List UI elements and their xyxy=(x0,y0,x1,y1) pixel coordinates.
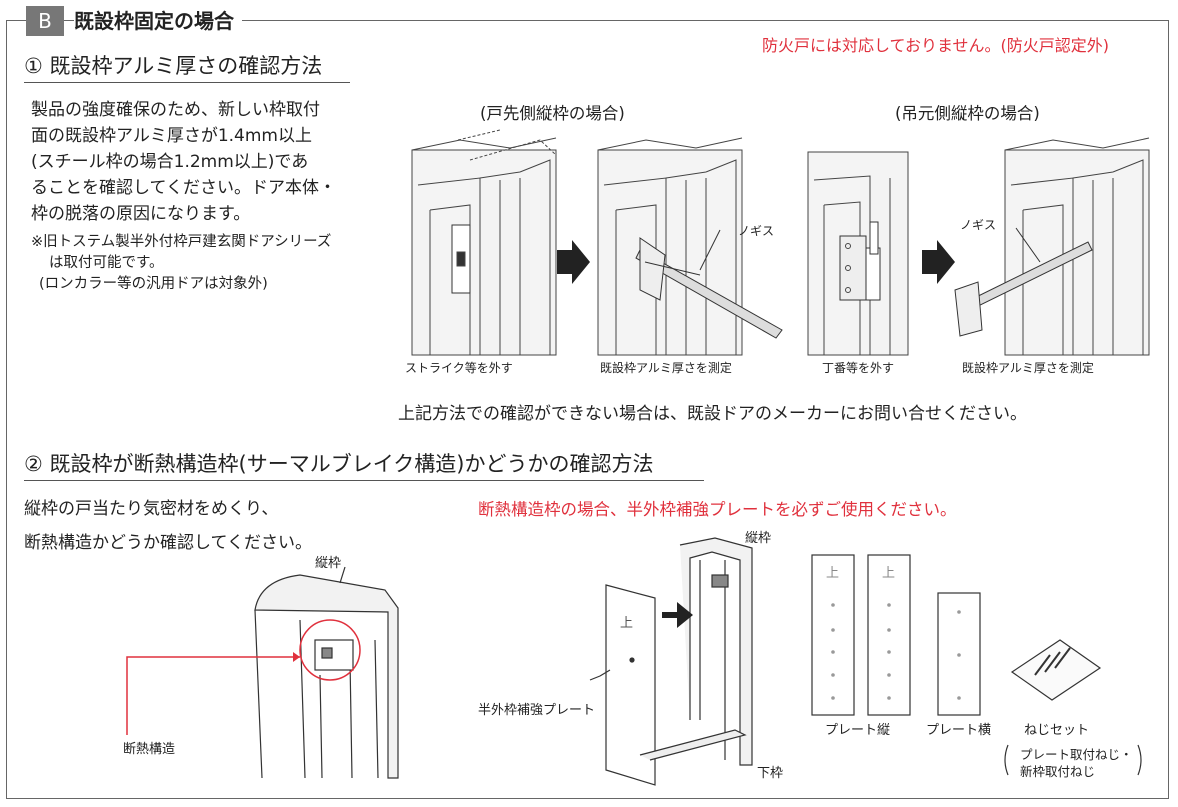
frame-illustration-3 xyxy=(807,151,909,356)
heading-hinge-side: (吊元側縦枠の場合) xyxy=(895,104,1040,123)
caliper-label-1: ノギス xyxy=(738,224,775,238)
caliper-1 xyxy=(635,229,783,339)
part1-note: ※旧トステム製半外付枠戸建玄関ドアシリーズ は取付可能です。 (ロンカラー等の汎… xyxy=(31,232,331,295)
label-vertical-frame-2: 縦枠 xyxy=(745,531,772,546)
thermal-highlight-circle xyxy=(299,619,361,681)
caption-measure-1: 既設枠アルミ厚さを測定 xyxy=(600,361,732,375)
arrow-right-icon xyxy=(922,240,955,284)
caption-remove-hinge: 丁番等を外す xyxy=(822,361,895,375)
part1-body: 製品の強度確保のため、新しい枠取付 面の既設枠アルミ厚さが1.4mm以上 (スチ… xyxy=(31,97,336,227)
screw-detail-line: プレート取付ねじ・ xyxy=(1020,747,1133,762)
label-plate-horizontal: プレート横 xyxy=(926,723,992,738)
part1-body-line: 枠の脱落の原因になります。 xyxy=(31,204,251,224)
part2-title: ② 既設枠が断熱構造枠(サーマルブレイク構造)かどうかの確認方法 xyxy=(24,452,654,476)
frame-illustration-2 xyxy=(597,137,743,356)
part1-footer: 上記方法での確認ができない場合は、既設ドアのメーカーにお問い合せください。 xyxy=(398,404,1027,424)
thermal-frame-illustration xyxy=(254,574,399,779)
fire-door-notice: 防火戸には対応しておりません。(防火戸認定外) xyxy=(762,36,1110,55)
label-vertical-frame: 縦枠 xyxy=(315,556,342,571)
plate-top-mark: 上 xyxy=(620,616,634,631)
part2-body-line: 縦枠の戸当たり気密材をめくり、 xyxy=(24,499,279,519)
label-plate: 半外枠補強プレート xyxy=(478,703,596,718)
section-badge: B xyxy=(26,6,64,36)
arrow-right-icon xyxy=(557,240,590,284)
label-screw-set: ねじセット xyxy=(1024,723,1090,738)
plate-vertical-1 xyxy=(811,554,855,716)
heading-door-tip-side: (戸先側縦枠の場合) xyxy=(480,104,625,123)
part2-body-line: 断熱構造かどうか確認してください。 xyxy=(24,533,312,553)
label-bottom-frame: 下枠 xyxy=(757,766,784,781)
plate-warning: 断熱構造枠の場合、半外枠補強プレートを必ずご使用ください。 xyxy=(478,500,957,519)
frame-illustration-1 xyxy=(411,129,557,356)
part1-title-underline xyxy=(24,82,350,83)
label-thermal: 断熱構造 xyxy=(123,742,176,757)
thermal-leader-line xyxy=(126,656,300,735)
label-plate-vertical: プレート縦 xyxy=(825,723,891,738)
arrow-right-icon xyxy=(662,602,693,628)
label-screw-detail: プレート取付ねじ・ 新枠取付ねじ xyxy=(1020,746,1133,780)
screw-detail-line: 新枠取付ねじ xyxy=(1020,764,1096,779)
part1-title: ① 既設枠アルミ厚さの確認方法 xyxy=(24,54,323,78)
plate-top-mark: 上 xyxy=(882,566,896,581)
caption-remove-strike: ストライク等を外す xyxy=(405,361,513,375)
plate-install-illustration xyxy=(589,537,753,786)
caliper-2 xyxy=(954,227,1093,337)
plate-vertical-2 xyxy=(867,554,911,716)
screw-bag-icon xyxy=(1010,639,1102,701)
part2-body: 縦枠の戸当たり気密材をめくり、 断熱構造かどうか確認してください。 xyxy=(24,492,312,560)
part1-body-line: 面の既設枠アルミ厚さが1.4mm以上 xyxy=(31,126,312,146)
part1-note-line: ※旧トステム製半外付枠戸建玄関ドアシリーズ xyxy=(31,234,332,250)
section-title: 既設枠固定の場合 xyxy=(74,6,242,36)
part1-body-line: 製品の強度確保のため、新しい枠取付 xyxy=(31,100,320,120)
part1-body-line: ることを確認してください。ドア本体・ xyxy=(31,178,336,198)
caption-measure-2: 既設枠アルミ厚さを測定 xyxy=(962,361,1094,375)
plate-top-mark: 上 xyxy=(826,566,840,581)
part1-note-line: (ロンカラー等の汎用ドアは対象外) xyxy=(39,276,268,292)
caliper-label-2: ノギス xyxy=(960,218,997,232)
part1-body-line: (スチール枠の場合1.2mm以上)であ xyxy=(31,152,309,172)
frame-top-line xyxy=(6,20,1169,21)
part1-note-line: は取付可能です。 xyxy=(49,255,164,271)
part2-title-underline xyxy=(24,480,704,481)
section-frame xyxy=(6,20,1169,799)
